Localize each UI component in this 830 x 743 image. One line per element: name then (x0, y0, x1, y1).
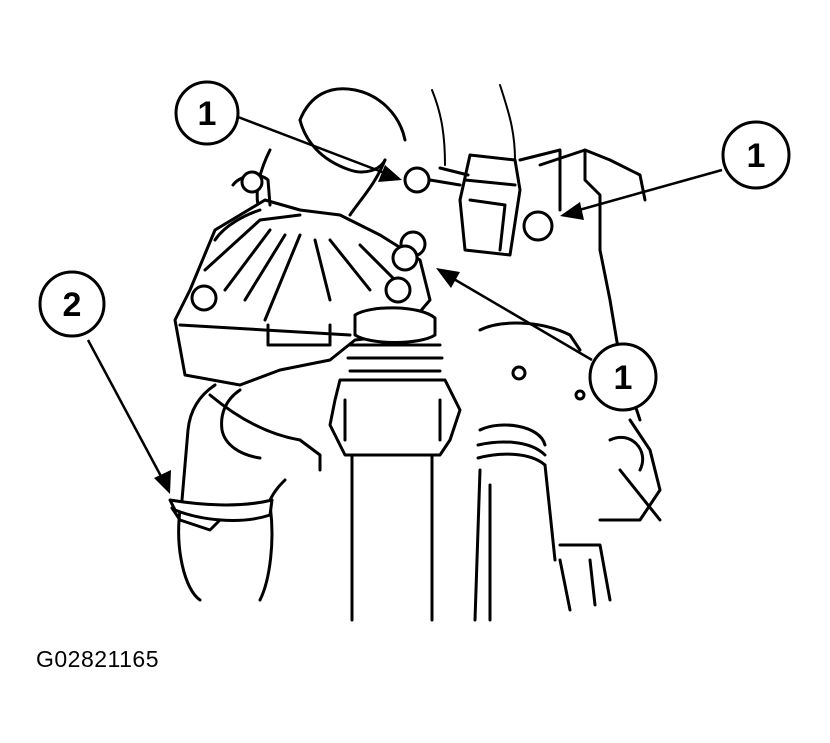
callout-number: 1 (747, 137, 766, 175)
bolt-center (391, 244, 419, 272)
arrowhead-1-center (436, 268, 460, 288)
callout-number: 1 (614, 359, 633, 397)
bolt-center-lower (384, 276, 412, 304)
callout-number: 1 (198, 95, 217, 133)
electrical-connector (428, 153, 522, 257)
callout-1-upper-right: 1 (721, 120, 791, 190)
bolt-upper-right (522, 210, 554, 242)
leader-1-upper-right (571, 168, 723, 214)
leader-2-clamp (86, 339, 165, 481)
bolt-upper-left (403, 166, 431, 194)
bolt-left (190, 284, 218, 312)
callout-1-center: 1 (588, 342, 658, 412)
engine-block (478, 148, 662, 612)
bolts (190, 166, 554, 312)
bolt-top-left (240, 170, 264, 194)
callout-1-upper-left: 1 (174, 80, 240, 146)
lower-right-pipe (473, 423, 557, 622)
center-fitting (328, 306, 462, 622)
wiring (431, 84, 516, 166)
leader-1-upper-left (237, 115, 391, 177)
leader-lines (86, 115, 723, 494)
hose-clamp (168, 478, 287, 532)
callout-number: 2 (63, 286, 82, 324)
leader-1-center (446, 273, 593, 362)
arrowhead-1-upper-left (378, 165, 402, 182)
figure-id: G02821165 (36, 646, 160, 672)
lower-hose (177, 383, 322, 602)
arrowhead-2-clamp (154, 470, 171, 494)
callout-2-clamp: 2 (38, 270, 106, 338)
arrowhead-1-upper-right (560, 202, 584, 220)
